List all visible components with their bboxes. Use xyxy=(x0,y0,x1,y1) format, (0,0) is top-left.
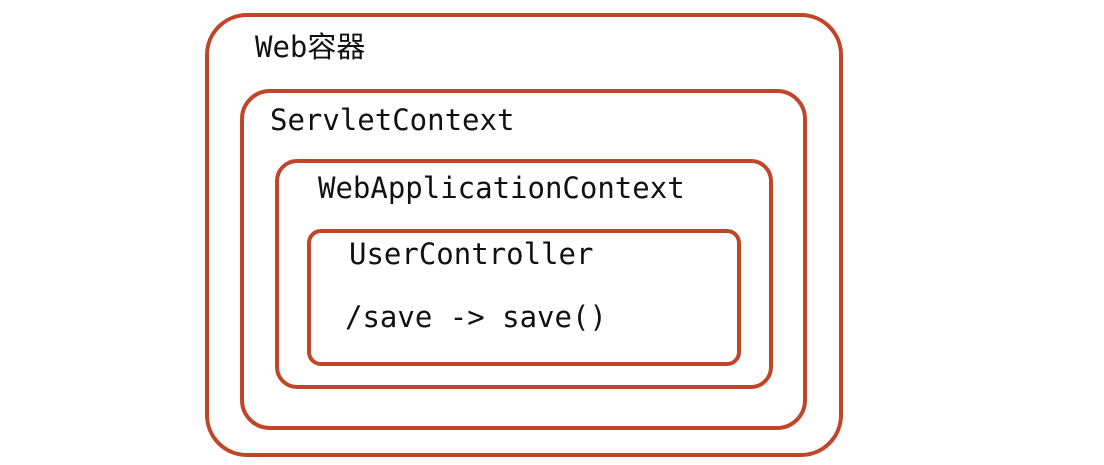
web-container-label: Web容器 xyxy=(255,30,366,64)
web-container-box xyxy=(205,13,843,457)
user-controller-label: UserController xyxy=(349,237,594,271)
save-mapping-label: /save -> save() xyxy=(345,300,607,334)
web-application-context-box xyxy=(275,159,773,389)
servlet-context-label: ServletContext xyxy=(270,103,515,137)
web-application-context-label: WebApplicationContext xyxy=(318,171,685,205)
user-controller-box xyxy=(307,229,741,366)
servlet-context-box xyxy=(240,89,807,430)
